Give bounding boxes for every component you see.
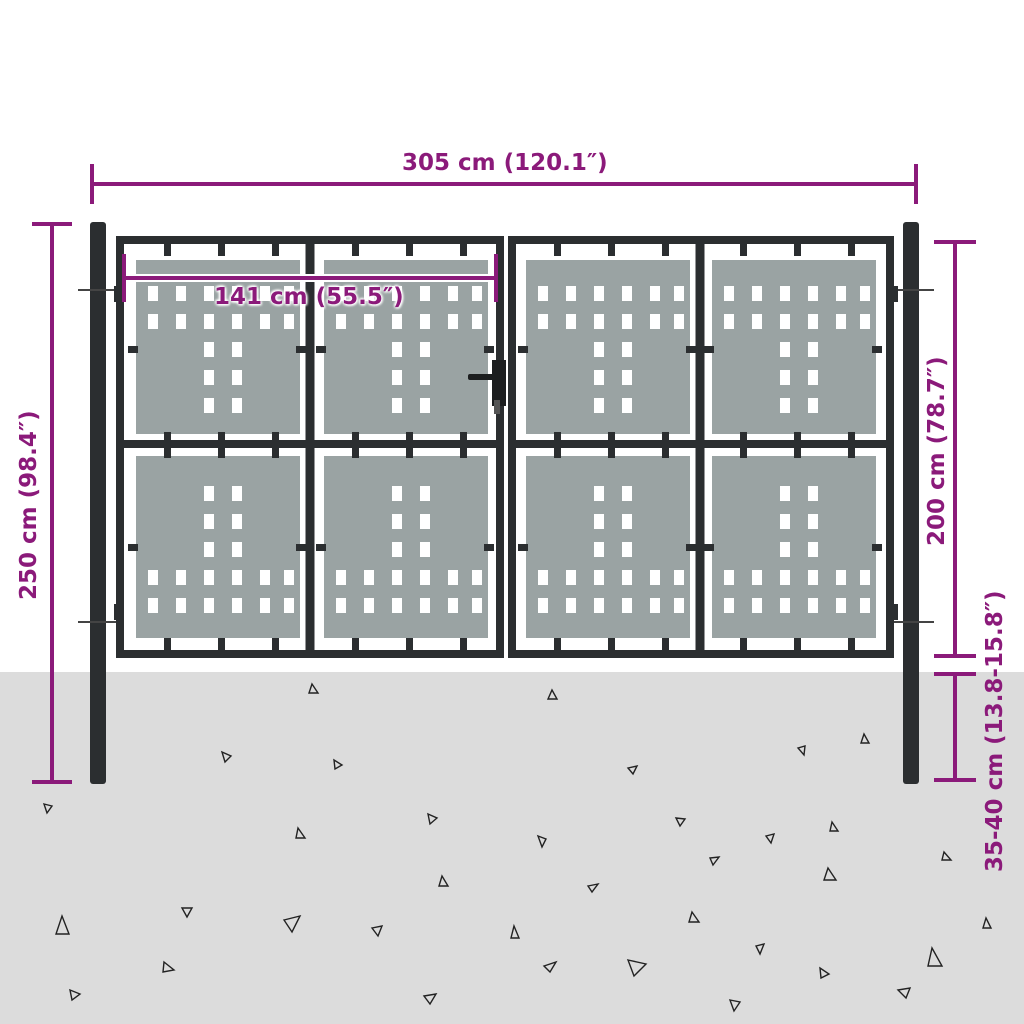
panel-slot-holes <box>148 286 870 613</box>
panel <box>324 260 488 434</box>
gravel-icons <box>42 682 993 1013</box>
panel <box>136 456 300 638</box>
panel <box>526 456 690 638</box>
dimension-lines <box>32 164 976 784</box>
ground-area <box>0 672 1024 1024</box>
post-height-label: 250 cm (98.4″) <box>16 410 42 600</box>
leaf-width-label: 141 cm (55.5″) <box>214 284 404 310</box>
panel <box>712 260 876 434</box>
panel <box>136 260 300 434</box>
ground-clearance-label: 35-40 cm (13.8-15.8″) <box>982 590 1008 872</box>
right-gate-leaf <box>508 236 894 658</box>
right-post <box>893 222 934 784</box>
panel-clips <box>128 244 882 650</box>
total-width-label: 305 cm (120.1″) <box>402 150 608 176</box>
left-gate-leaf <box>116 236 504 658</box>
panel <box>526 260 690 434</box>
panel <box>712 456 876 638</box>
panel <box>324 456 488 638</box>
gate-handle-icon <box>468 360 506 414</box>
gate-height-label: 200 cm (78.7″) <box>924 356 950 546</box>
